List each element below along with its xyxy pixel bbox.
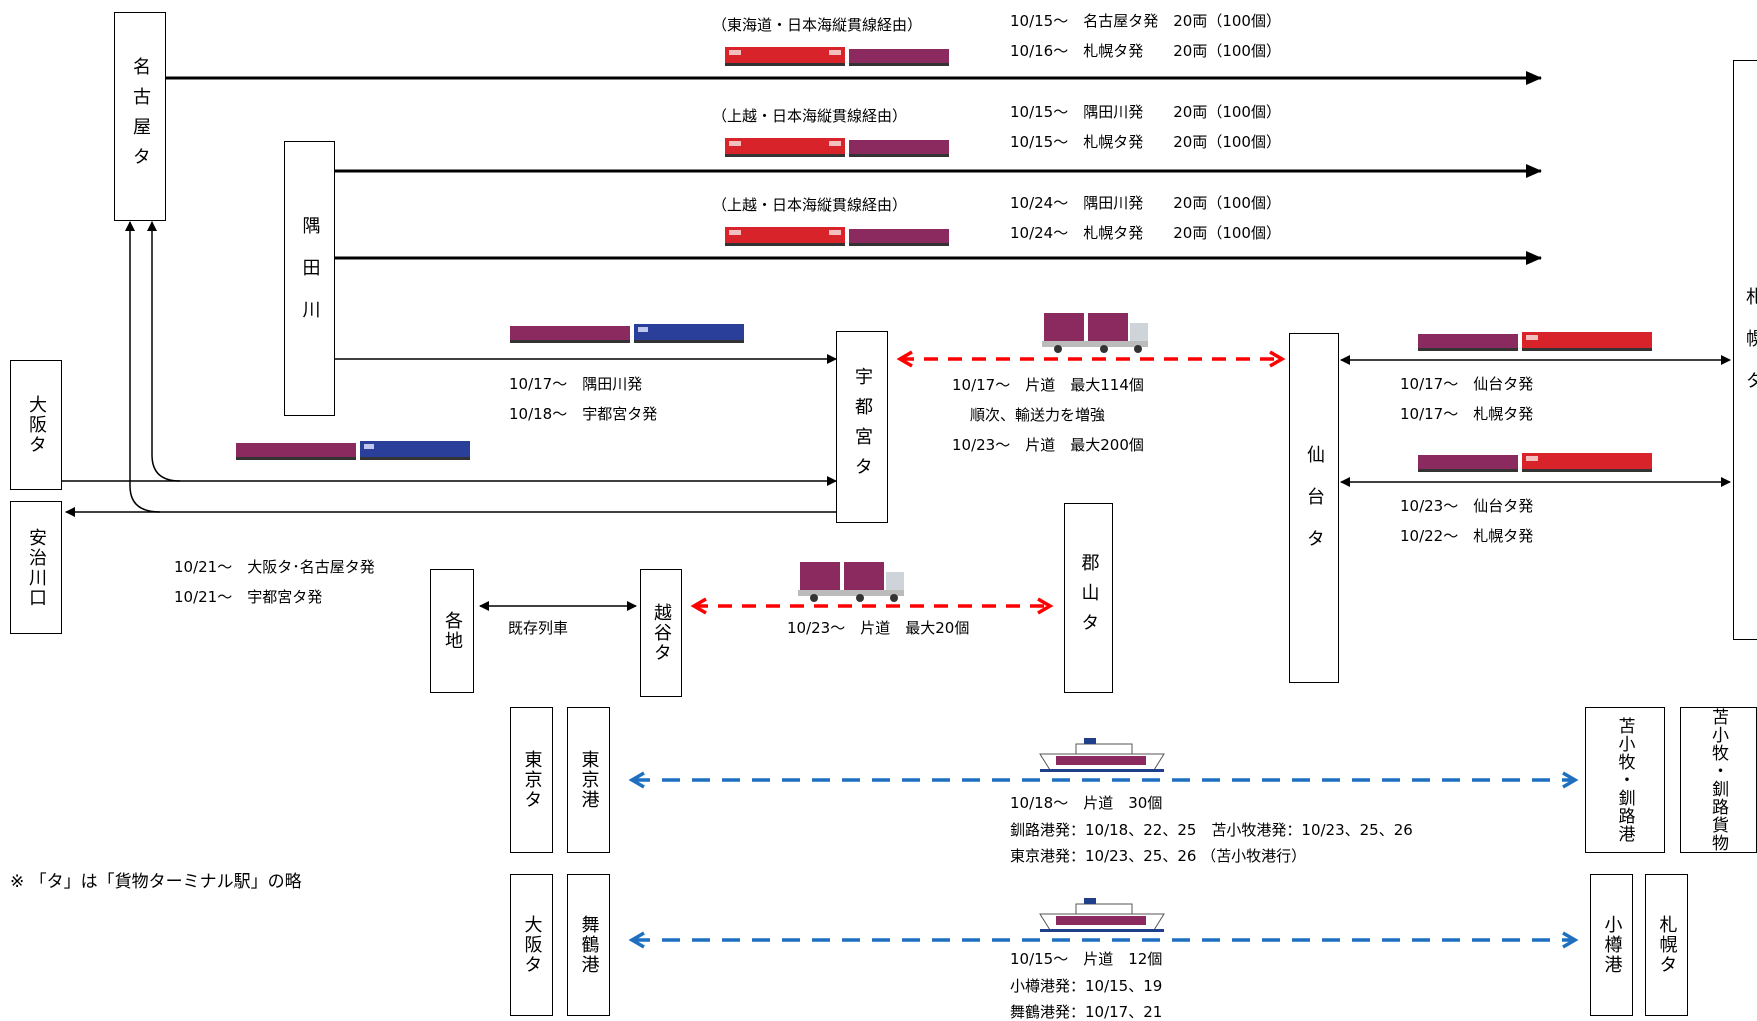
- station-koshigaya: 越谷タ: [640, 569, 682, 697]
- label-existing-train: 既存列車: [508, 619, 569, 637]
- train-icon-1: [725, 47, 949, 66]
- station-sumidagawa: 隅田川: [284, 141, 335, 416]
- train-icon-3: [725, 227, 949, 246]
- station-koshigaya-label: 越谷タ: [651, 603, 672, 663]
- station-sapporo-terminal-label: 札幌タ: [1656, 915, 1678, 975]
- schedule-sendai-2b: 10/22～ 札幌タ発: [1400, 527, 1534, 545]
- route-label-joetsu-2: （上越・日本海縦貫線経由）: [712, 196, 908, 214]
- station-tokyo-terminal: 東京タ: [510, 707, 553, 853]
- schedule-r2-line1: 10/15～ 隅田川発 20両（100個）: [1010, 103, 1281, 121]
- schedule-r2-line2: 10/15～ 札幌タ発 20両（100個）: [1010, 133, 1281, 151]
- station-ajikawa-label: 安治川口: [26, 527, 47, 608]
- station-utsunomiya: 宇都宮タ: [836, 331, 888, 523]
- ship-icon-1: [1039, 737, 1165, 773]
- station-tomakomai-kushiro-freight-label: 苫小牧・釧路貨物: [1708, 708, 1728, 852]
- station-osaka: 大阪タ: [10, 360, 62, 490]
- schedule-r3-line1: 10/24～ 隅田川発 20両（100個）: [1010, 194, 1281, 212]
- station-nagoya: 名古屋タ: [114, 12, 166, 221]
- station-sendai-label: 仙台タ: [1304, 445, 1325, 571]
- train-icon-2: [725, 138, 949, 157]
- schedule-truck2: 10/23～ 片道 最大20個: [787, 619, 970, 637]
- schedule-sendai-2a: 10/23～ 仙台タ発: [1400, 497, 1534, 515]
- schedule-sumida-utsu-1: 10/17～ 隅田川発: [509, 375, 643, 393]
- rail-branch-to-nagoya-2: [125, 221, 161, 513]
- schedule-ship2-2: 小樽港発：10/15、19: [1010, 977, 1163, 995]
- station-nagoya-label: 名古屋タ: [130, 56, 151, 177]
- station-tomakomai-kushiro-port-label: 苫小牧・釧路港: [1614, 717, 1635, 843]
- station-maizuru-port: 舞鶴港: [567, 874, 610, 1016]
- station-sapporo-label: 札幌タ: [1743, 287, 1757, 413]
- schedule-truck1-2: 順次、輸送力を増強: [970, 406, 1106, 424]
- station-tokyo-port: 東京港: [567, 707, 610, 853]
- schedule-sendai-1b: 10/17～ 札幌タ発: [1400, 405, 1534, 423]
- schedule-ship1-3: 東京港発：10/23、25、26 （苫小牧港行）: [1010, 847, 1307, 865]
- schedule-r3-line2: 10/24～ 札幌タ発 20両（100個）: [1010, 224, 1281, 242]
- station-koriyama-label: 郡山タ: [1078, 553, 1100, 643]
- ship-icon-2: [1039, 897, 1165, 933]
- station-tomakomai-kushiro-port: 苫小牧・釧路港: [1585, 707, 1665, 853]
- station-tomakomai-kushiro-freight: 苫小牧・釧路貨物: [1680, 707, 1757, 853]
- schedule-ship1-2: 釧路港発：10/18、22、25 苫小牧港発：10/23、25、26: [1010, 821, 1413, 839]
- station-utsunomiya-label: 宇都宮タ: [852, 367, 873, 487]
- train-icon-5: [236, 441, 470, 460]
- schedule-truck1-3: 10/23～ 片道 最大200個: [952, 436, 1144, 454]
- station-sendai: 仙台タ: [1289, 333, 1339, 683]
- station-sapporo: 札幌タ: [1733, 60, 1757, 640]
- station-otaru-port-label: 小樽港: [1601, 915, 1623, 975]
- truck-icon-1: [1042, 313, 1148, 353]
- rail-branch-to-nagoya-1: [147, 221, 181, 482]
- station-tokyo-port-label: 東京港: [578, 750, 600, 810]
- schedule-r1-line2: 10/16～ 札幌タ発 20両（100個）: [1010, 42, 1281, 60]
- schedule-ship1-1: 10/18～ 片道 30個: [1010, 794, 1163, 812]
- footnote: ※ 「タ」は「貨物ターミナル駅」の略: [10, 872, 302, 892]
- station-ajikawa: 安治川口: [10, 501, 62, 634]
- train-icon-6: [1418, 332, 1652, 351]
- station-kakuchi-label: 各地: [442, 611, 463, 651]
- route-label-joetsu-1: （上越・日本海縦貫線経由）: [712, 107, 908, 125]
- schedule-osaka-2: 10/21～ 宇都宮タ発: [174, 588, 323, 606]
- schedule-truck1-1: 10/17～ 片道 最大114個: [952, 376, 1144, 394]
- station-osaka-label: 大阪タ: [26, 395, 47, 455]
- schedule-sumida-utsu-2: 10/18～ 宇都宮タ発: [509, 405, 658, 423]
- schedule-sendai-1a: 10/17～ 仙台タ発: [1400, 375, 1534, 393]
- station-otaru-port: 小樽港: [1590, 874, 1633, 1016]
- schedule-r1-line1: 10/15～ 名古屋タ発 20両（100個）: [1010, 12, 1281, 30]
- schedule-ship2-3: 舞鶴港発：10/17、21: [1010, 1003, 1163, 1021]
- schedule-ship2-1: 10/15～ 片道 12個: [1010, 950, 1163, 968]
- station-osaka-terminal-label: 大阪タ: [521, 915, 543, 975]
- train-icon-4: [510, 324, 744, 343]
- truck-icon-2: [798, 562, 904, 602]
- route-label-tokaido: （東海道・日本海縦貫線経由）: [712, 16, 923, 34]
- station-tokyo-terminal-label: 東京タ: [521, 750, 543, 810]
- schedule-osaka-1: 10/21～ 大阪タ･名古屋タ発: [174, 558, 375, 576]
- station-sumidagawa-label: 隅田川: [299, 215, 321, 342]
- station-sapporo-terminal: 札幌タ: [1645, 874, 1688, 1016]
- station-maizuru-port-label: 舞鶴港: [578, 915, 600, 975]
- station-osaka-terminal: 大阪タ: [510, 874, 553, 1016]
- train-icon-7: [1418, 453, 1652, 472]
- station-kakuchi: 各地: [430, 569, 474, 693]
- station-koriyama: 郡山タ: [1064, 503, 1113, 693]
